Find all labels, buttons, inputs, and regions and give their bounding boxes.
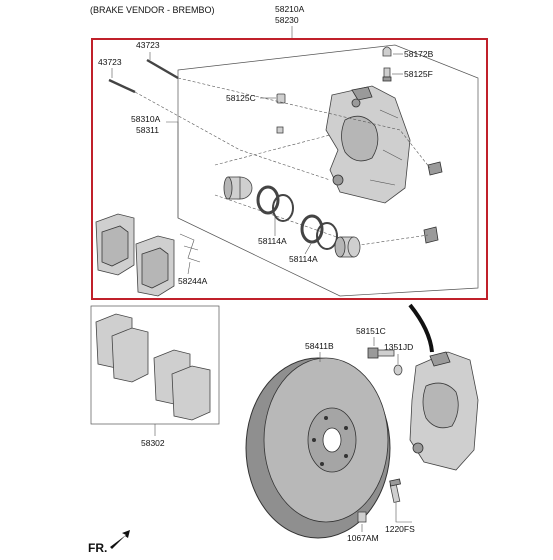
caliper-bolt-label[interactable]: 58151C bbox=[356, 326, 386, 336]
brake-pad-icon bbox=[111, 327, 149, 383]
guide-bolt-icon bbox=[108, 58, 179, 94]
pin-label[interactable]: 1220FS bbox=[385, 524, 415, 534]
piston-seal-leader-2 bbox=[304, 241, 313, 255]
caliper-assembly-highlight-frame bbox=[91, 38, 488, 300]
fitting-icon bbox=[276, 93, 286, 104]
piston-seal-label-2[interactable]: 58114A bbox=[289, 254, 318, 264]
bolt-label-b[interactable]: 43723 bbox=[98, 57, 122, 67]
pin-icon bbox=[389, 478, 401, 503]
bleeder-screw-icon bbox=[382, 67, 392, 82]
arrow-icon bbox=[408, 303, 434, 353]
vendor-note: (BRAKE VENDOR - BREMBO) bbox=[90, 5, 215, 15]
disc-label[interactable]: 58411B bbox=[305, 341, 334, 351]
piston-seal-icon bbox=[256, 185, 294, 222]
bleeder-cap-icon bbox=[382, 46, 392, 57]
construction-line-3 bbox=[214, 134, 331, 166]
front-arrow-icon bbox=[110, 530, 130, 549]
brake-disc-icon bbox=[245, 357, 391, 539]
brake-pad-icon bbox=[135, 235, 175, 297]
construction-line-4 bbox=[214, 194, 429, 246]
caliper-bolt-icon bbox=[367, 347, 395, 359]
pad-kit-label-1[interactable]: 58310A bbox=[131, 114, 161, 124]
bolt-label-a[interactable]: 43723 bbox=[136, 40, 160, 50]
pad-spring-icon bbox=[179, 233, 201, 263]
fitting-label[interactable]: 58125C bbox=[226, 93, 256, 103]
pin-leader bbox=[395, 502, 412, 523]
piston-seal-icon bbox=[300, 214, 338, 250]
assembly-code-1[interactable]: 58210A bbox=[275, 4, 305, 14]
brake-pad-icon bbox=[171, 365, 211, 421]
brake-caliper-icon bbox=[325, 85, 411, 204]
small-bleeder-icon bbox=[276, 126, 284, 134]
caliper-bolt-cap-icon bbox=[423, 161, 443, 244]
washer-icon bbox=[393, 364, 403, 376]
pad-kit-label-2[interactable]: 58311 bbox=[136, 125, 159, 135]
construction-line-1 bbox=[177, 77, 431, 169]
piston-seal-label-1[interactable]: 58114A bbox=[258, 236, 287, 246]
screw-label[interactable]: 1067AM bbox=[347, 533, 379, 543]
washer-label[interactable]: 1351JD bbox=[384, 342, 413, 352]
assembly-code-2[interactable]: 58230 bbox=[275, 15, 299, 25]
brake-pad-icon bbox=[95, 213, 135, 276]
front-direction-label: FR. bbox=[88, 541, 107, 555]
construction-line-2 bbox=[134, 91, 331, 181]
pad-spring-leader bbox=[187, 261, 191, 275]
pad-spring-label[interactable]: 58244A bbox=[178, 276, 208, 286]
piston-icon bbox=[334, 236, 361, 258]
pad-set-label[interactable]: 58302 bbox=[141, 438, 165, 448]
pad-kit-leader bbox=[166, 121, 179, 218]
piston-icon bbox=[223, 176, 253, 200]
screw-icon bbox=[357, 511, 367, 523]
bleeder-cap-label[interactable]: 58172B bbox=[404, 49, 434, 59]
bleeder-screw-label[interactable]: 58125F bbox=[404, 69, 433, 79]
brake-caliper-icon bbox=[409, 351, 479, 471]
